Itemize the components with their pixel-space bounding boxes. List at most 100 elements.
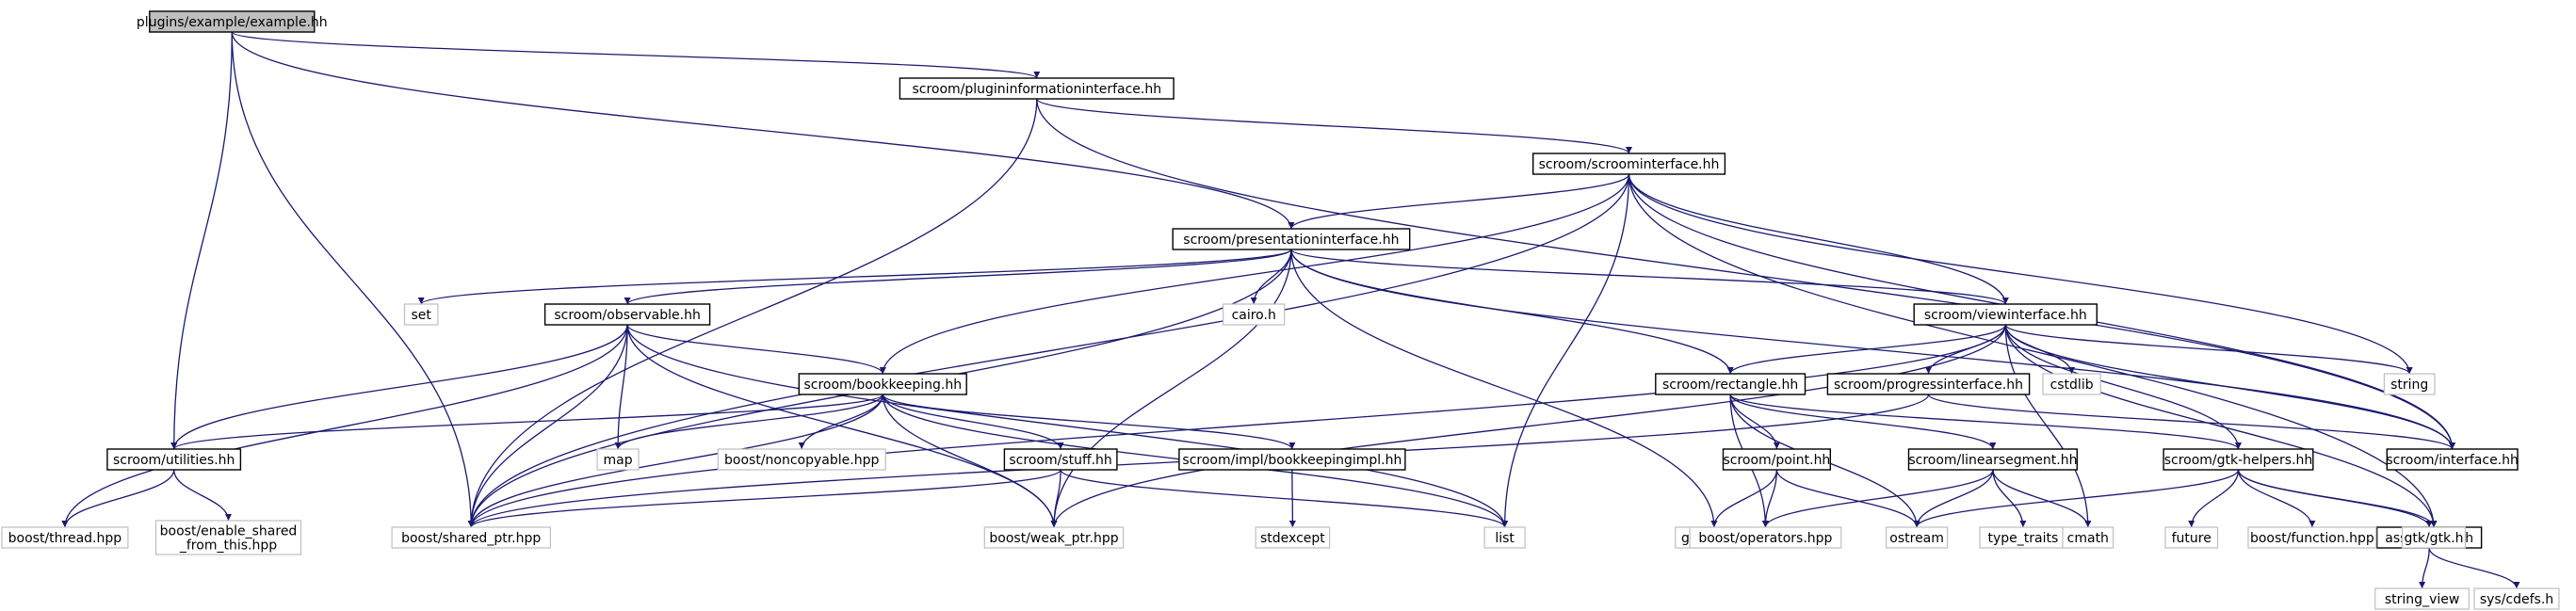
edge-rectangle-to-linseg bbox=[1729, 394, 1997, 450]
edge-assertions-to-stringview bbox=[2419, 547, 2430, 589]
edge-viewif-to-interface bbox=[2004, 324, 2456, 450]
node-label-stdexcept: stdexcept bbox=[1260, 531, 1325, 546]
node-linseg[interactable]: scroom/linearsegment.hh bbox=[1907, 448, 2079, 471]
node-label-cdefs: sys/cdefs.h bbox=[2480, 592, 2553, 607]
node-box-enableshared bbox=[154, 520, 302, 555]
node-box-point bbox=[1722, 448, 1832, 471]
node-cairo[interactable]: cairo.h bbox=[1223, 303, 1286, 326]
node-label-gtk: gtk/gtk.h bbox=[2404, 531, 2463, 546]
node-cstdlib[interactable]: cstdlib bbox=[2042, 373, 2101, 395]
node-gtk[interactable]: gtk/gtk.h bbox=[2401, 526, 2467, 549]
node-label-map: map bbox=[604, 453, 633, 468]
node-future[interactable]: future bbox=[2164, 526, 2219, 549]
node-box-observable bbox=[543, 303, 711, 326]
node-box-stringview bbox=[2374, 587, 2470, 610]
edge-plugininfo-to-sharedptr bbox=[467, 98, 1038, 528]
node-label-cairo: cairo.h bbox=[1232, 308, 1276, 323]
node-enableshared[interactable]: boost/enable_shared_from_this.hpp bbox=[154, 520, 302, 555]
node-point[interactable]: scroom/point.hh bbox=[1722, 448, 1832, 471]
edge-rectangle-to-gtkhelpers bbox=[1729, 394, 2242, 450]
edge-observable-to-list bbox=[626, 324, 1509, 528]
node-gtkhelpers[interactable]: scroom/gtk-helpers.hh bbox=[2163, 448, 2314, 471]
edge-presentation-to-viewif bbox=[1290, 249, 2009, 305]
node-label-function: boost/function.hpp bbox=[2250, 531, 2374, 546]
node-label-point: scroom/point.hh bbox=[1723, 453, 1830, 468]
node-set[interactable]: set bbox=[403, 303, 439, 326]
node-progressif[interactable]: scroom/progressinterface.hh bbox=[1826, 373, 2031, 395]
node-cdefs[interactable]: sys/cdefs.h bbox=[2473, 587, 2560, 610]
node-box-gtkhelpers bbox=[2163, 448, 2314, 471]
node-label-typetraits: type_traits bbox=[1988, 531, 2059, 546]
node-bkimpl[interactable]: scroom/impl/bookkeepingimpl.hh bbox=[1178, 448, 1406, 471]
edge-point-to-operators bbox=[1761, 469, 1778, 528]
node-stringview[interactable]: string_view bbox=[2374, 587, 2470, 610]
node-label-example: plugins/example/example.hh bbox=[137, 15, 328, 30]
node-bookkeeping[interactable]: scroom/bookkeeping.hh bbox=[798, 373, 967, 395]
node-box-gtk bbox=[2401, 526, 2467, 549]
node-box-cairo bbox=[1223, 303, 1286, 326]
edge-scroomif-to-string bbox=[1628, 173, 2413, 375]
edge-linseg-to-operators bbox=[1761, 469, 1994, 528]
node-sharedptr[interactable]: boost/shared_ptr.hpp bbox=[391, 526, 552, 549]
node-ostream[interactable]: ostream bbox=[1885, 526, 1949, 549]
node-box-stdexcept bbox=[1255, 526, 1331, 549]
node-box-string bbox=[2383, 373, 2436, 395]
node-scroomif[interactable]: scroom/scroominterface.hh bbox=[1531, 153, 1726, 175]
edge-linseg-to-cmath bbox=[1992, 469, 2092, 528]
edge-example-to-sharedptr bbox=[231, 31, 475, 528]
node-box-rectangle bbox=[1655, 373, 1806, 395]
node-string[interactable]: string bbox=[2383, 373, 2436, 395]
node-rectangle[interactable]: scroom/rectangle.hh bbox=[1655, 373, 1806, 395]
node-map[interactable]: map bbox=[596, 448, 640, 471]
node-label-scroomif: scroom/scroominterface.hh bbox=[1539, 157, 1720, 172]
node-label-observable: scroom/observable.hh bbox=[554, 308, 701, 323]
node-plugininfo[interactable]: scroom/plugininformationinterface.hh bbox=[899, 77, 1175, 100]
edge-example-to-presentation bbox=[231, 31, 1295, 230]
node-box-example bbox=[149, 10, 316, 33]
node-box-linseg bbox=[1907, 448, 2079, 471]
node-noncopyable[interactable]: boost/noncopyable.hpp bbox=[717, 448, 886, 471]
edge-plugininfo-to-interface bbox=[1036, 98, 2456, 450]
node-box-ostream bbox=[1885, 526, 1949, 549]
node-label-string: string bbox=[2390, 378, 2428, 393]
node-box-presentation bbox=[1172, 228, 1411, 250]
node-box-thread bbox=[1, 526, 129, 549]
node-operators[interactable]: boost/operators.hpp bbox=[1689, 526, 1842, 549]
node-interface[interactable]: scroom/interface.hh bbox=[2386, 448, 2519, 471]
node-viewif[interactable]: scroom/viewinterface.hh bbox=[1913, 303, 2098, 326]
edge-presentation-to-observable bbox=[624, 249, 1292, 305]
edge-bookkeeping-to-noncopyable bbox=[798, 394, 883, 450]
node-label-cmath: cmath bbox=[2067, 531, 2109, 546]
node-label-list: list bbox=[1495, 531, 1515, 546]
edge-gtkhelpers-to-function bbox=[2237, 469, 2316, 528]
node-weakptr[interactable]: boost/weak_ptr.hpp bbox=[983, 526, 1125, 549]
node-list[interactable]: list bbox=[1483, 526, 1526, 549]
node-example[interactable]: plugins/example/example.hh bbox=[137, 10, 328, 33]
node-stuff[interactable]: scroom/stuff.hh bbox=[1003, 448, 1118, 471]
node-label-bkimpl: scroom/impl/bookkeepingimpl.hh bbox=[1182, 453, 1401, 468]
edge-presentation-to-weakptr bbox=[1050, 249, 1292, 528]
node-observable[interactable]: scroom/observable.hh bbox=[543, 303, 711, 326]
node-presentation[interactable]: scroom/presentationinterface.hh bbox=[1172, 228, 1411, 250]
node-label-gtkhelpers: scroom/gtk-helpers.hh bbox=[2164, 453, 2313, 468]
edge-observable-to-map bbox=[614, 324, 628, 450]
node-label-operators: boost/operators.hpp bbox=[1698, 531, 1832, 546]
node-box-cstdlib bbox=[2042, 373, 2101, 395]
node-cmath[interactable]: cmath bbox=[2062, 526, 2114, 549]
node-box-bkimpl bbox=[1178, 448, 1406, 471]
node-label-stuff: scroom/stuff.hh bbox=[1009, 453, 1111, 468]
node-label-bookkeeping: scroom/bookkeeping.hh bbox=[803, 378, 962, 393]
edge-stuff-to-list bbox=[1060, 469, 1508, 528]
node-thread[interactable]: boost/thread.hpp bbox=[1, 526, 129, 549]
edge-presentation-to-set bbox=[417, 249, 1292, 305]
node-label-noncopyable: boost/noncopyable.hpp bbox=[724, 453, 879, 468]
node-label-plugininfo: scroom/plugininformationinterface.hh bbox=[912, 82, 1161, 97]
edge-point-to-gdk bbox=[1710, 469, 1778, 528]
node-utilities[interactable]: scroom/utilities.hh bbox=[106, 448, 242, 471]
node-function[interactable]: boost/function.hpp bbox=[2247, 526, 2377, 549]
node-stdexcept[interactable]: stdexcept bbox=[1255, 526, 1331, 549]
node-label-presentation: scroom/presentationinterface.hh bbox=[1183, 233, 1399, 248]
node-box-stuff bbox=[1003, 448, 1118, 471]
node-typetraits[interactable]: type_traits bbox=[1979, 526, 2067, 549]
